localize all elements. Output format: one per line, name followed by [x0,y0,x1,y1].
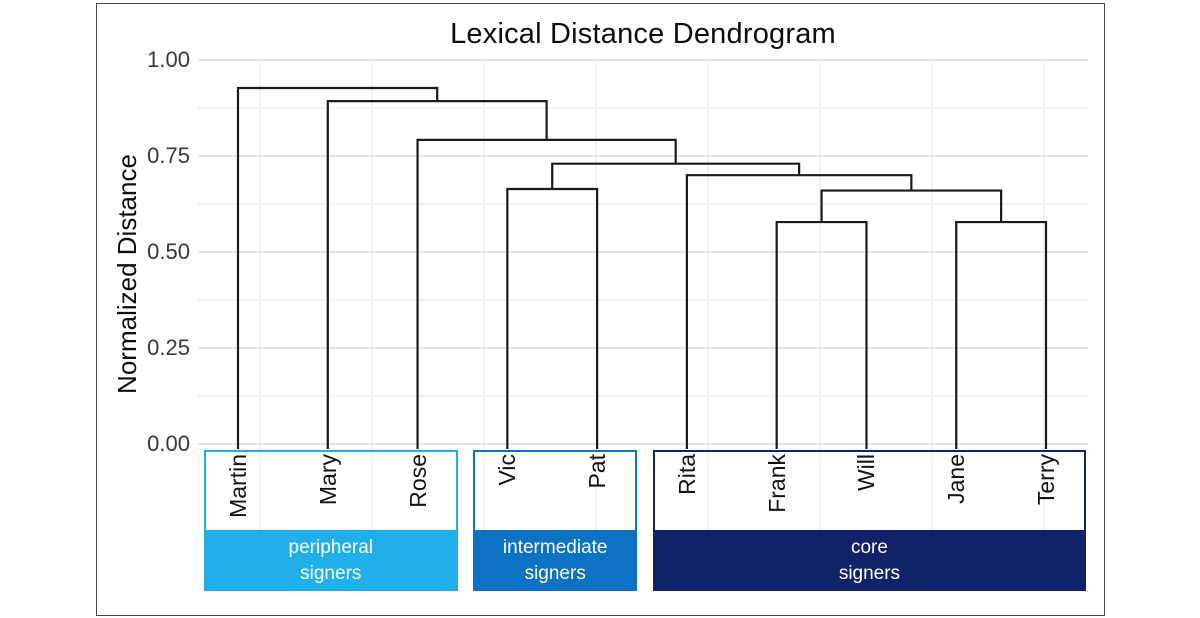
leaf-label-rose: Rose [404,454,431,508]
y-tick-label-0.75: 0.75 [147,143,190,168]
chart-title: Lexical Distance Dendrogram [450,18,836,50]
group-band-core: core signers [652,530,1086,591]
group-box-peripheral: peripheral signers [204,450,458,591]
group-band-peripheral: peripheral signers [204,530,458,591]
leaf-label-vic: Vic [494,454,521,486]
y-tick-label-0.25: 0.25 [147,335,190,360]
dendrogram-link-frank+will [775,220,868,449]
group-box-core: core signers [652,450,1086,591]
dendrogram-link-mary+rest [326,99,548,449]
group-label-line: signers [838,562,901,584]
leaf-label-jane: Jane [943,454,970,504]
dendrogram-link-rose+rest [416,138,677,449]
y-tick-label-0.50: 0.50 [147,239,190,264]
leaf-label-will: Will [853,454,880,492]
group-box-intermediate: intermediate signers [473,450,638,591]
leaf-label-pat: Pat [584,454,611,489]
group-label-line: peripheral [288,536,374,558]
leaf-label-terry: Terry [1033,454,1060,506]
dendrogram-link-root [236,86,439,449]
leaf-label-rita: Rita [673,454,700,495]
group-band-intermediate: intermediate signers [473,530,638,591]
dendrogram-link-vp+right [551,162,801,190]
dendrogram-link-fw+jt [820,189,1003,223]
group-label-line: core [850,536,888,558]
group-label-line: intermediate [502,536,608,558]
dendrogram-link-rita+core [685,174,913,449]
dendrogram-link-jane+terry [955,220,1048,449]
leaf-label-martin: Martin [225,454,251,518]
y-tick-label-1.00: 1.00 [147,47,190,72]
dendrogram-link-vic+pat [506,187,599,449]
group-label-line: signers [300,562,362,584]
y-tick-label-0.00: 0.00 [147,431,190,456]
leaf-label-mary: Mary [314,454,341,506]
leaf-label-frank: Frank [763,454,790,513]
figure-border [96,3,1105,616]
group-label-line: signers [524,562,586,584]
